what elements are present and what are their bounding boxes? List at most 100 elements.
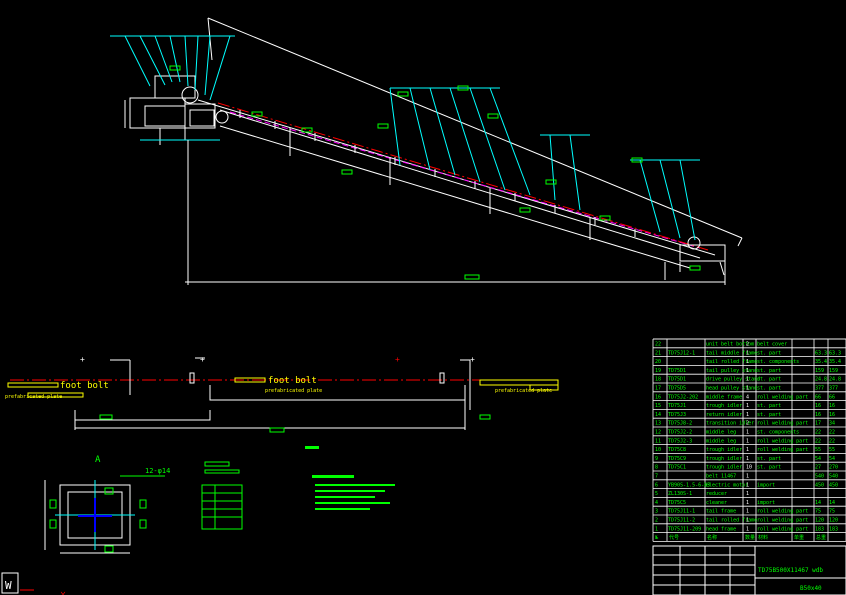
- bom-qty: 1: [746, 474, 749, 480]
- bom-no: 6: [655, 482, 658, 488]
- prefabricated-plate-label-right: prefabricated plate: [495, 388, 552, 394]
- bom-header-cell: 材料: [758, 534, 768, 541]
- title-block-drawing-size: B50x40: [800, 585, 822, 592]
- bom-no: 21: [655, 350, 661, 356]
- bom-total-weight: 66: [829, 394, 835, 400]
- bom-no: 14: [655, 412, 661, 418]
- load-table: [201, 461, 243, 530]
- bom-name: unit belt bottom: [706, 342, 754, 348]
- bom-qty: 1: [746, 456, 749, 462]
- bom-total-weight: 270: [829, 465, 838, 471]
- bom-qty: 10: [746, 465, 752, 471]
- bom-material: belt cover: [757, 342, 787, 348]
- bom-name: trough idler: [706, 456, 742, 462]
- bom-code: TD75J2-202: [668, 394, 698, 400]
- bom-unit-weight: 17: [815, 421, 821, 427]
- bom-qty: 1: [746, 482, 749, 488]
- bom-no: 2: [655, 518, 658, 524]
- bom-no: 5: [655, 491, 658, 497]
- bom-unit-weight: 55: [815, 447, 821, 453]
- bom-qty: 1: [746, 509, 749, 515]
- bom-unit-weight: 16: [815, 403, 821, 409]
- bom-total-weight: 54: [829, 456, 835, 462]
- bom-material: st. part: [757, 386, 781, 392]
- tail-pulley: [687, 236, 701, 250]
- bom-unit-weight: 377: [815, 386, 824, 392]
- bom-no: 11: [655, 438, 661, 444]
- bom-name: trough idler: [706, 447, 742, 453]
- bom-unit-weight: 24.8: [815, 377, 827, 383]
- bom-header-cell: 单重: [794, 534, 804, 541]
- bom-name: trough idler: [706, 403, 742, 409]
- bom-total-weight: 75: [829, 509, 835, 515]
- bom-qty: 1: [746, 447, 749, 453]
- bom-name: tail rolled frame: [706, 359, 757, 365]
- conveyor-elevation-view: [110, 17, 743, 285]
- bom-no: 9: [655, 456, 658, 462]
- bom-unit-weight: 16: [815, 412, 821, 418]
- bom-qty: 1: [746, 359, 749, 365]
- bom-no: 17: [655, 386, 661, 392]
- idler-stations: [239, 110, 636, 240]
- bom-no: 22: [655, 342, 661, 348]
- bom-code: TD75C1: [668, 465, 686, 471]
- bom-no: 1: [655, 526, 658, 532]
- bom-qty: 1: [746, 350, 749, 356]
- bom-material: st. part: [757, 465, 781, 471]
- bom-material: st. part: [757, 403, 781, 409]
- bom-code: TD75C9: [668, 456, 686, 462]
- bom-qty: 1: [746, 518, 749, 524]
- bom-unit-weight: 66: [815, 394, 821, 400]
- bom-header-cell: 代号: [669, 534, 679, 541]
- bom-material: st. part: [757, 412, 781, 418]
- bom-unit-weight: 54: [815, 456, 821, 462]
- bom-name: tail middle frame: [706, 350, 757, 356]
- bill-of-materials: 22 unit belt bottom 2 belt cover 21 TD75J12-1…: [652, 338, 846, 542]
- bom-name: tail frame: [706, 509, 736, 515]
- bom-code: TD75J12-1: [668, 350, 695, 356]
- conveyor-frame-bottom: [219, 125, 691, 269]
- bom-no: 7: [655, 474, 658, 480]
- bom-material: st. part: [757, 368, 781, 374]
- detail-a-letter: A: [95, 455, 101, 465]
- bom-qty: 1: [746, 377, 749, 383]
- bom-total-weight: 14: [829, 500, 835, 506]
- bom-qty: 1: [746, 491, 749, 497]
- bom-name: transition idler: [706, 421, 754, 427]
- bom-total-weight: 24.8: [829, 377, 841, 383]
- head-end-frame: [129, 97, 186, 129]
- bom-material: roll welding part: [757, 421, 808, 427]
- bom-no: 15: [655, 403, 661, 409]
- bom-name: middle frame: [706, 394, 742, 400]
- bom-qty: 4: [746, 394, 749, 400]
- bom-unit-weight: 75: [815, 509, 821, 515]
- title-block: TD75B500X11467 wdb B50x40: [652, 545, 846, 595]
- bom-no: 19: [655, 368, 661, 374]
- svg-text:+: +: [80, 355, 85, 364]
- bom-code: TD75J11-1: [668, 509, 695, 515]
- bom-qty: 1: [746, 368, 749, 374]
- bom-unit-weight: 35.4: [815, 359, 827, 365]
- top-reference-line: [207, 17, 743, 239]
- bom-qty: 1: [746, 438, 749, 444]
- tail-end-frame: [679, 244, 726, 262]
- bom-qty: 1: [746, 430, 749, 436]
- bom-unit-weight: 540: [815, 474, 824, 480]
- bom-name: tail rolled frame: [706, 518, 757, 524]
- bom-code: TD75J3: [668, 412, 686, 418]
- bom-total-weight: 55: [829, 447, 835, 453]
- foot-bolt-label-mid: foot bolt: [268, 376, 317, 386]
- bom-qty: 1: [746, 500, 749, 506]
- bom-name: belt 11467: [706, 474, 736, 480]
- title-block-drawing-name: TD75B500X11467 wdb: [758, 567, 823, 574]
- leader-lines-head: [110, 35, 235, 101]
- foundation-plan-view: + + + + foot bolt prefabricated plate fo…: [5, 355, 560, 433]
- bom-name: trough idler: [706, 465, 742, 471]
- bom-unit-weight: 27: [815, 465, 821, 471]
- bom-unit-weight: 450: [815, 482, 824, 488]
- detail-a-view: A 12-φ14: [44, 455, 170, 554]
- bom-name: electric motor: [706, 482, 748, 488]
- bom-name: middle leg: [706, 438, 736, 444]
- bom-code: TD75J2-2: [668, 430, 692, 436]
